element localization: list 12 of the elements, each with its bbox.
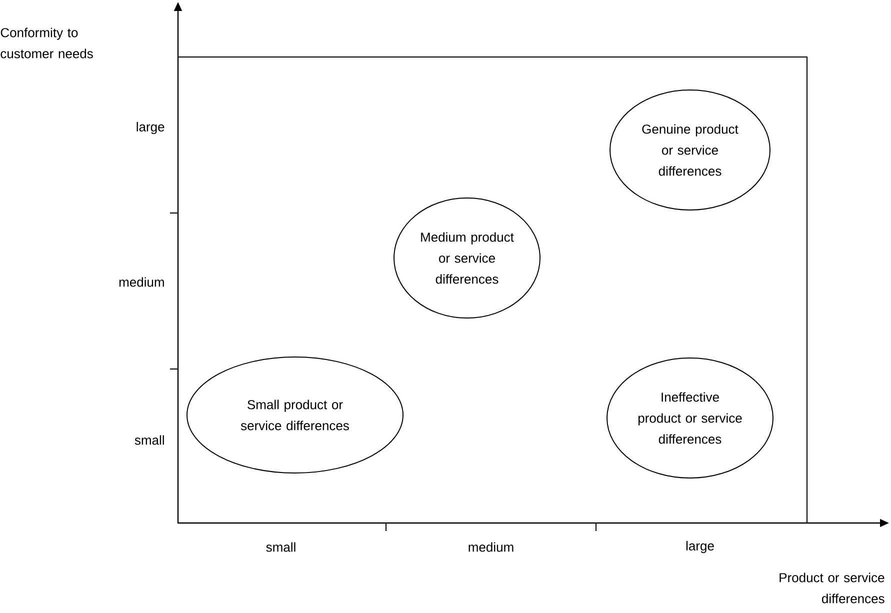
tick-label: large: [686, 540, 714, 554]
ellipse-node: Genuine product or service differences: [610, 90, 770, 210]
tick-label: medium: [119, 277, 164, 287]
ellipse-node: Ineffective product or service differences: [606, 358, 774, 478]
tick-label: small: [134, 435, 164, 445]
tick-label: large: [136, 122, 164, 134]
axis-title: Product or service differences: [780, 572, 884, 604]
tick-label: small: [266, 542, 296, 552]
ellipse-node: Small product or service differences: [186, 356, 404, 474]
axis-title: Conformity to customer needs: [0, 28, 93, 58]
ellipse-node: Medium product or service differences: [394, 198, 540, 318]
tick-label: medium: [468, 542, 514, 552]
